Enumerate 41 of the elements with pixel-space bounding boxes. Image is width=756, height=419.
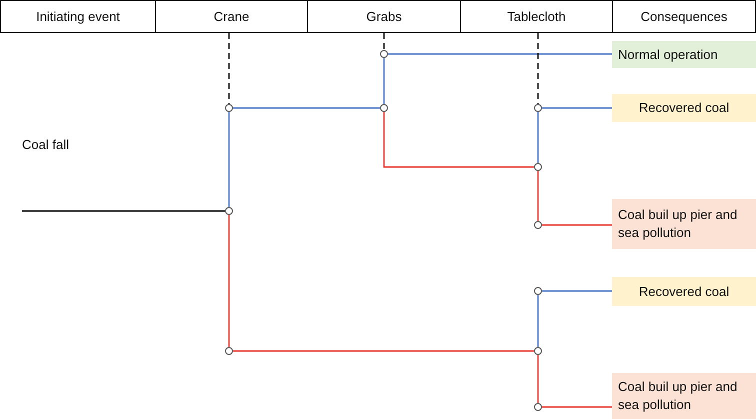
branch-line — [542, 290, 612, 292]
branch-line — [537, 355, 539, 403]
junction-circle — [380, 50, 388, 58]
column-header: Crane — [155, 0, 308, 33]
branch-line — [383, 112, 534, 168]
junction-circle — [225, 207, 233, 215]
column-header: Initiating event — [0, 0, 156, 33]
consequence-box: Coal buil up pier and sea pollution — [612, 373, 756, 419]
junction-circle — [225, 104, 233, 112]
branch-line — [542, 406, 612, 408]
branch-line — [233, 350, 534, 352]
branch-line — [537, 295, 539, 347]
junction-circle — [534, 347, 542, 355]
dashed-line — [383, 33, 385, 50]
consequence-box: Recovered coal — [612, 277, 756, 306]
column-header: Grabs — [307, 0, 461, 33]
branch-line — [228, 215, 230, 347]
junction-circle — [534, 104, 542, 112]
branch-line — [542, 224, 612, 226]
junction-circle — [534, 221, 542, 229]
branch-line — [22, 210, 225, 212]
column-header: Consequences — [612, 0, 756, 33]
branch-line — [542, 107, 612, 109]
dashed-line — [537, 33, 539, 104]
consequence-box: Coal buil up pier and sea pollution — [612, 199, 756, 249]
branch-line — [388, 53, 612, 55]
branch-line — [228, 112, 230, 207]
branch-line — [537, 112, 539, 163]
column-header: Tablecloth — [460, 0, 613, 33]
junction-circle — [380, 104, 388, 112]
junction-circle — [225, 347, 233, 355]
junction-circle — [534, 163, 542, 171]
dashed-line — [228, 33, 230, 104]
branch-line — [233, 107, 380, 109]
branch-line — [383, 58, 385, 104]
branch-line — [537, 171, 539, 221]
junction-circle — [534, 403, 542, 411]
junction-circle — [534, 287, 542, 295]
consequence-box: Recovered coal — [612, 94, 756, 122]
consequence-box: Normal operation — [612, 41, 756, 68]
event-label: Coal fall — [22, 137, 69, 152]
